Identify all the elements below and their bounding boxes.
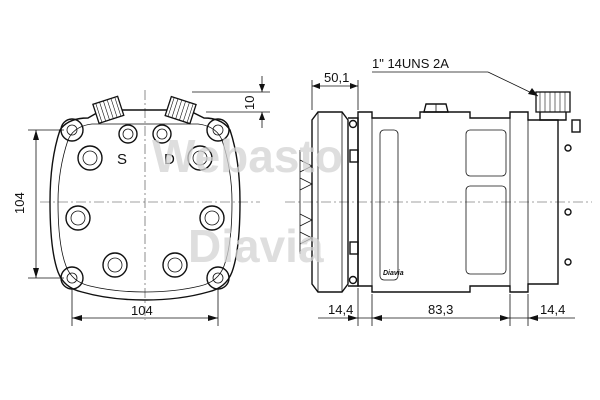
side-top-bolt [423,103,449,113]
suction-port-label: S [117,151,127,168]
body-rib-left [379,129,399,281]
suction-fitting-icon [92,95,125,125]
rear-service-fitting-icon [535,91,571,121]
rear-bolt-3 [564,258,572,266]
rear-bolt-1 [564,144,572,152]
discharge-port-label: D [164,151,175,168]
rear-valve-stub [571,119,581,133]
watermark-logo: Webasto Diavia [152,130,343,272]
body-brand-marking: Diavia [383,270,404,277]
body-window-top [465,129,507,177]
front-view: S D 104 104 10 [12,76,270,326]
front-height-dimension-label: 104 [12,192,27,214]
front-bolt-bosses [65,145,225,278]
fitting-height-dimension [192,76,270,128]
front-housing-outline [49,109,241,301]
front-width-dimension-label: 104 [131,303,153,318]
body-window-bottom [465,185,507,275]
pulley-belt-grooves [299,150,313,254]
front-height-dimension [28,129,64,279]
front-width-dimension [71,288,219,326]
thread-spec-label: 1" 14UNS 2A [372,56,449,71]
pulley-width-dimension [311,80,359,110]
right-offset-dimension-label: 14,4 [540,302,565,317]
watermark-line-2: Diavia [188,220,324,272]
side-bottom-dimensions [318,288,575,326]
body-length-dimension-label: 83,3 [428,302,453,317]
front-service-ports [118,124,172,144]
front-housing-inner-outline [57,123,233,293]
left-offset-dimension-label: 14,4 [328,302,353,317]
discharge-fitting-icon [164,95,197,125]
watermark-line-1: Webasto [152,130,343,182]
fitting-height-dimension-label: 10 [242,96,257,110]
side-view: Diavia 1" 14UNS 2A 50,1 14,4 83 [285,56,592,326]
pulley-width-dimension-label: 50,1 [324,70,349,85]
rear-bolt-2 [564,208,572,216]
